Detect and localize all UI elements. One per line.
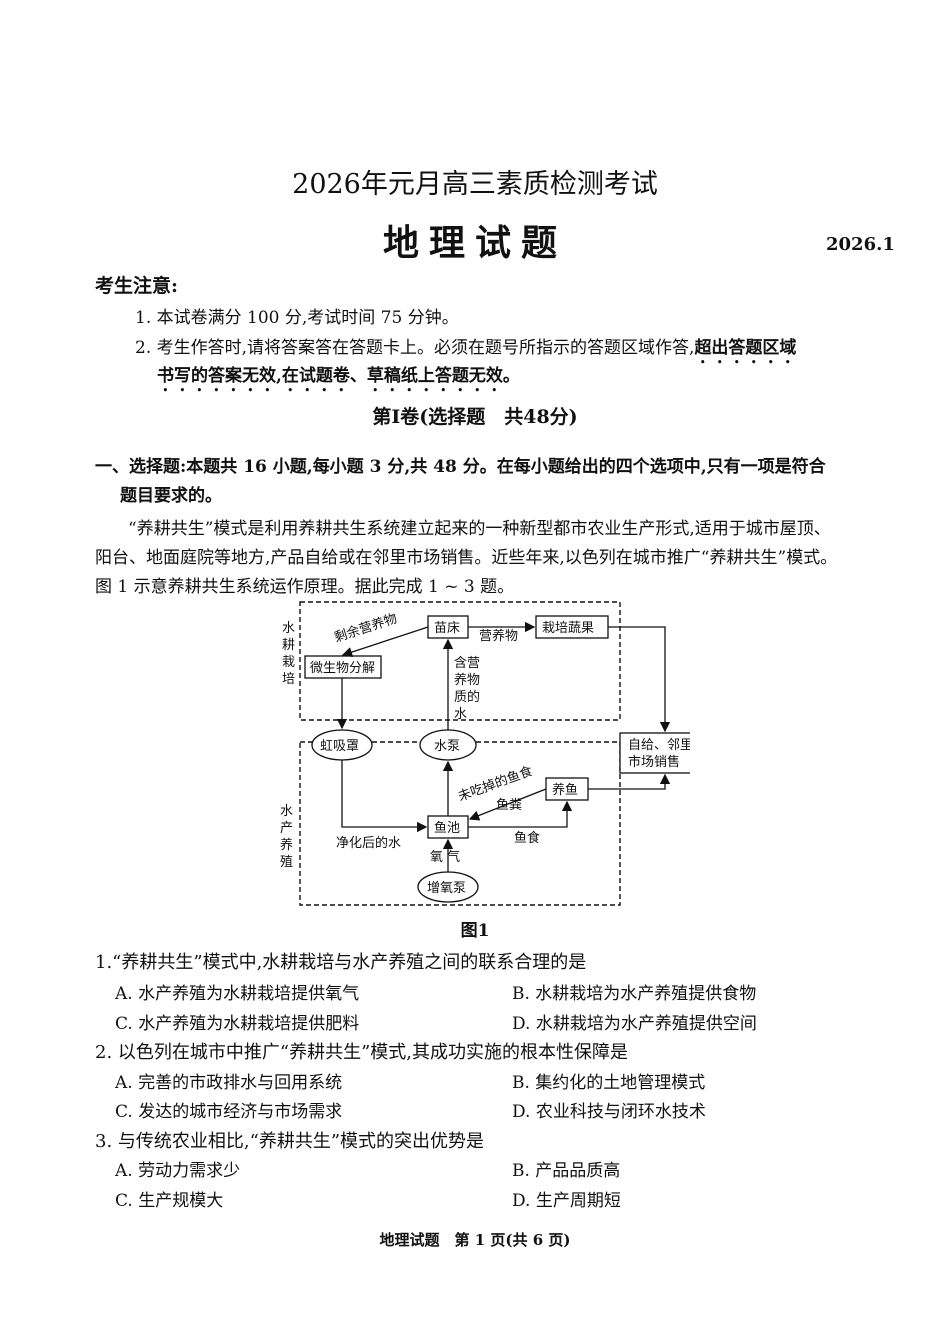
instructions-line-2: 题目要求的。 — [120, 486, 222, 506]
passage-line-3: 图 1 示意养耕共生系统运作原理。据此完成 1 ~ 3 题。 — [95, 577, 515, 597]
notice-item-2-text: 2. 考生作答时,请将答案答在答题卡上。必须在题号所指示的答题区域作答, — [135, 338, 695, 358]
hydroponics-region — [299, 601, 621, 721]
seedbed-label: 苗床 — [434, 621, 460, 636]
vegetables-label: 栽培蔬果 — [542, 620, 594, 636]
label-fish-waste: 鱼粪 — [496, 797, 522, 813]
arrow-fish-pond — [468, 788, 547, 821]
aerator-label: 增氧泵 — [427, 881, 466, 896]
label-purified-water: 净化后的水 — [336, 835, 401, 851]
svg-text:水: 水 — [280, 804, 293, 819]
aquaculture-region-label: 水 产 养 殖 — [280, 804, 293, 870]
subject-title: 地理试题 — [382, 222, 567, 264]
page-footer: 地理试题 第 1 页(共 6 页) — [379, 1231, 571, 1249]
siphon-label: 虹吸罩 — [320, 739, 359, 754]
question-1-option-a: A. 水产养殖为水耕栽培提供氧气 — [115, 984, 360, 1004]
svg-text:耕: 耕 — [282, 637, 295, 653]
pump-label: 水泵 — [434, 739, 460, 754]
exam-title: 2026年元月高三素质检测考试 — [292, 169, 658, 200]
market-label-2: 市场销售 — [628, 754, 680, 770]
question-2-option-d: D. 农业科技与闭环水技术 — [512, 1102, 706, 1122]
arrow-leftover — [341, 626, 429, 658]
notice-item-2-line2: 书写的答案无效,在试题卷、草稿纸上答题无效。 — [157, 366, 520, 386]
figure-caption: 图1 — [460, 921, 490, 941]
svg-text:养: 养 — [280, 837, 293, 853]
svg-text:产: 产 — [280, 821, 293, 836]
question-3-stem: 3. 与传统农业相比,“养耕共生”模式的突出优势是 — [95, 1131, 485, 1152]
question-1-option-b: B. 水耕栽培为水产养殖提供食物 — [512, 984, 757, 1004]
microbe-label: 微生物分解 — [310, 661, 375, 676]
label-water-2: 养物 — [454, 672, 480, 688]
question-2-option-a: A. 完善的市政排水与回用系统 — [115, 1073, 343, 1093]
arrow-purified-water — [341, 760, 428, 833]
notice-item-2: 2. 考生作答时,请将答案答在答题卡上。必须在题号所指示的答题区域作答,超出答题… — [135, 333, 796, 368]
market-label-1: 自给、邻里 — [628, 738, 690, 753]
question-1-option-c: C. 水产养殖为水耕栽培提供肥料 — [115, 1014, 360, 1034]
question-3-option-c: C. 生产规模大 — [115, 1191, 224, 1211]
notice-emphasis: 超出答题区域 — [694, 338, 797, 358]
aquaponics-diagram: 水 耕 栽 培 水 产 养 殖 苗床 栽培蔬果 微生物分解 自给、邻里 市场销售… — [280, 601, 690, 906]
question-1-stem: 1.“养耕共生”模式中,水耕栽培与水产养殖之间的联系合理的是 — [95, 952, 587, 973]
passage-line-1: “养耕共生”模式是利用养耕共生系统建立起来的一种新型都市农业生产形式,适用于城市… — [128, 519, 831, 539]
question-2-option-b: B. 集约化的土地管理模式 — [512, 1073, 706, 1093]
svg-text:水: 水 — [282, 621, 295, 636]
question-3-option-a: A. 劳动力需求少 — [115, 1161, 241, 1181]
svg-text:培: 培 — [282, 671, 295, 687]
arrow-veg-market — [608, 626, 671, 733]
raise-fish-label: 养鱼 — [552, 782, 578, 798]
svg-text:殖: 殖 — [280, 854, 293, 870]
label-water-3: 质的 — [454, 689, 480, 705]
label-water-1: 含营 — [454, 655, 480, 671]
exam-date: 2026.1 — [826, 234, 895, 255]
question-2-stem: 2. 以色列在城市中推广“养耕共生”模式,其成功实施的根本性保障是 — [95, 1042, 629, 1063]
instructions-line-1: 一、选择题:本题共 16 小题,每小题 3 分,共 48 分。在每小题给出的四个… — [95, 457, 826, 477]
label-fish-food: 鱼食 — [514, 830, 540, 846]
question-3-option-d: D. 生产周期短 — [512, 1191, 621, 1211]
fishpond-label: 鱼池 — [434, 820, 460, 836]
question-2-option-c: C. 发达的城市经济与市场需求 — [115, 1102, 343, 1122]
label-oxygen: 氧 气 — [430, 849, 460, 865]
notice-heading: 考生注意: — [95, 275, 179, 297]
arrow-fish-market — [588, 773, 671, 790]
notice-item-1: 1. 本试卷满分 100 分,考试时间 75 分钟。 — [135, 308, 459, 328]
label-nutrients: 营养物 — [479, 628, 518, 644]
svg-text:栽: 栽 — [282, 654, 295, 670]
market-box — [619, 732, 690, 774]
question-3-option-b: B. 产品品质高 — [512, 1161, 621, 1181]
section-heading: 第Ⅰ卷(选择题 共48分) — [372, 406, 578, 428]
hydroponics-region-label: 水 耕 栽 培 — [282, 621, 295, 687]
question-1-option-d: D. 水耕栽培为水产养殖提供空间 — [512, 1014, 757, 1034]
arrow-feed — [468, 800, 573, 828]
label-water-4: 水 — [454, 707, 467, 722]
passage-line-2: 阳台、地面庭院等地方,产品自给或在邻里市场销售。近些年来,以色列在城市推广“养耕… — [95, 548, 838, 568]
